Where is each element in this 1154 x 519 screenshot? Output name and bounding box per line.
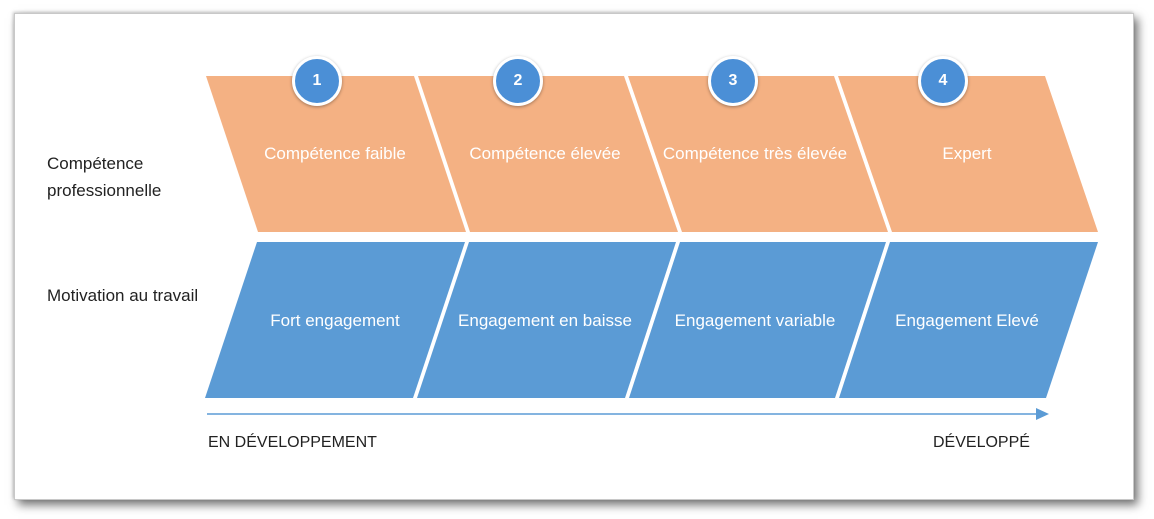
axis-end-label: DÉVELOPPÉ (933, 434, 1030, 451)
stage-badge-3: 3 (708, 56, 758, 106)
motivation-cell-2: Engagement en baisse (458, 310, 632, 330)
axis-start-label: EN DÉVELOPPEMENT (208, 434, 377, 451)
row-label-competence: Compétence professionnelle (47, 154, 162, 200)
competence-shape-3 (628, 76, 888, 232)
motivation-cell-1: Fort engagement (270, 310, 400, 330)
stage-badge-2: 2 (493, 56, 543, 106)
competence-cell-1: Compétence faible (264, 143, 406, 163)
competence-shape-1 (206, 76, 466, 232)
motivation-labels: Fort engagement Engagement en baisse Eng… (0, 242, 1154, 398)
motivation-cell-4: Engagement Elevé (895, 310, 1039, 330)
motivation-shape-2 (417, 242, 676, 398)
competence-cell-2: Compétence élevée (469, 143, 621, 163)
motivation-cell-3: Engagement variable (674, 310, 836, 330)
competence-cell-3: Compétence très élevée (662, 143, 848, 163)
stage-badge-1: 1 (292, 56, 342, 106)
competence-shape-4 (838, 76, 1098, 232)
motivation-row (205, 242, 1098, 398)
motivation-shape-4 (839, 242, 1098, 398)
stage-badge-4: 4 (918, 56, 968, 106)
row-label-motivation: Motivation au travail (47, 286, 199, 305)
motivation-shape-1 (205, 242, 465, 398)
competence-shape-2 (418, 76, 678, 232)
progress-arrow (207, 408, 1049, 420)
competence-cell-4: Expert (942, 143, 992, 163)
competence-row (206, 76, 1098, 232)
motivation-shape-3 (629, 242, 886, 398)
competence-labels: Compétence faible Compétence élevée Comp… (0, 76, 1154, 230)
